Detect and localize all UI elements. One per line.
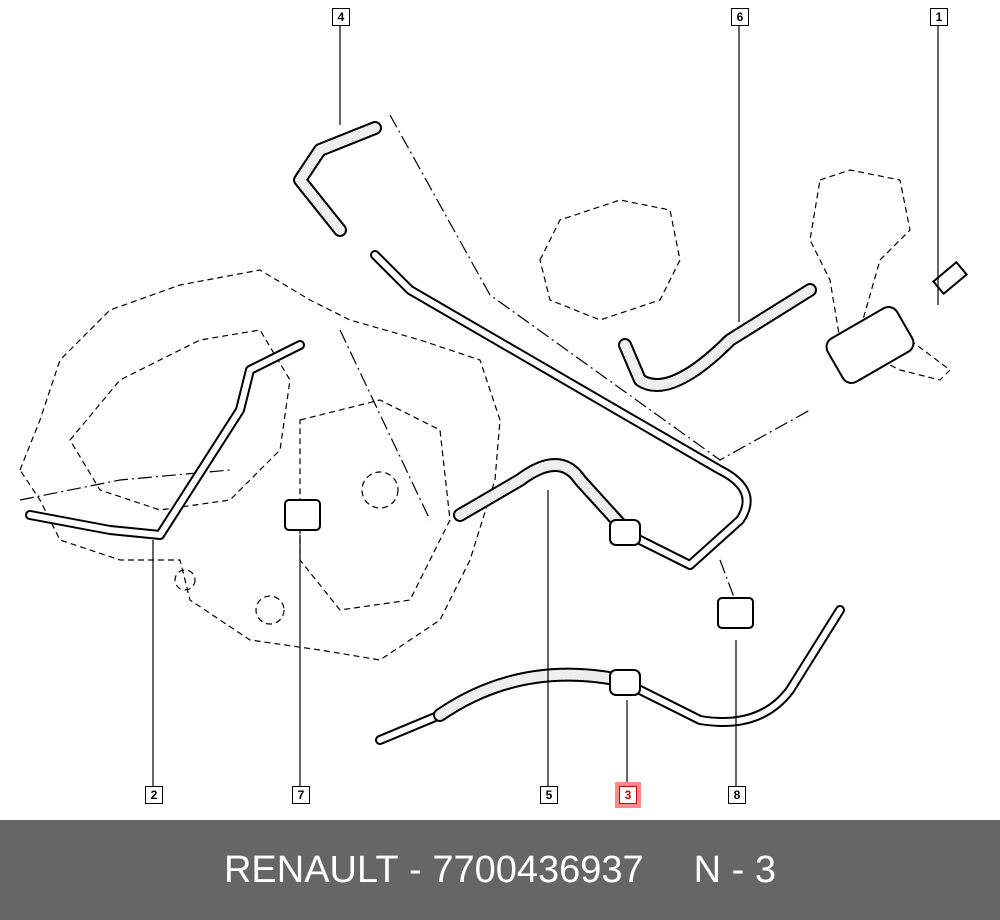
separator: - <box>398 848 433 891</box>
callout-7[interactable]: 7 <box>292 786 310 804</box>
callout-8[interactable]: 8 <box>728 786 746 804</box>
gearbox-outline <box>19 169 951 661</box>
callout-2[interactable]: 2 <box>145 786 163 804</box>
position-label: N - 3 <box>693 848 777 891</box>
assembly-guides <box>19 114 811 601</box>
leader-lines <box>152 26 939 786</box>
callout-3-highlighted[interactable]: 3 <box>619 786 637 804</box>
part-caption-bar: RENAULT - 7700436937 N - 3 <box>0 820 1000 920</box>
pipes <box>25 121 845 745</box>
reservoir-outline <box>539 199 681 321</box>
callout-4[interactable]: 4 <box>332 8 350 26</box>
clip-7 <box>284 499 321 531</box>
callout-1[interactable]: 1 <box>930 8 948 26</box>
pedal-bracket-outline <box>809 169 951 381</box>
clip-8 <box>717 597 754 629</box>
callout-6[interactable]: 6 <box>731 8 749 26</box>
components <box>284 260 969 696</box>
part-number: 7700436937 <box>432 848 644 891</box>
master-cylinder <box>825 306 915 384</box>
clutch-hydraulic-diagram <box>19 26 969 786</box>
callout-5[interactable]: 5 <box>540 786 558 804</box>
brand: RENAULT <box>223 848 399 891</box>
